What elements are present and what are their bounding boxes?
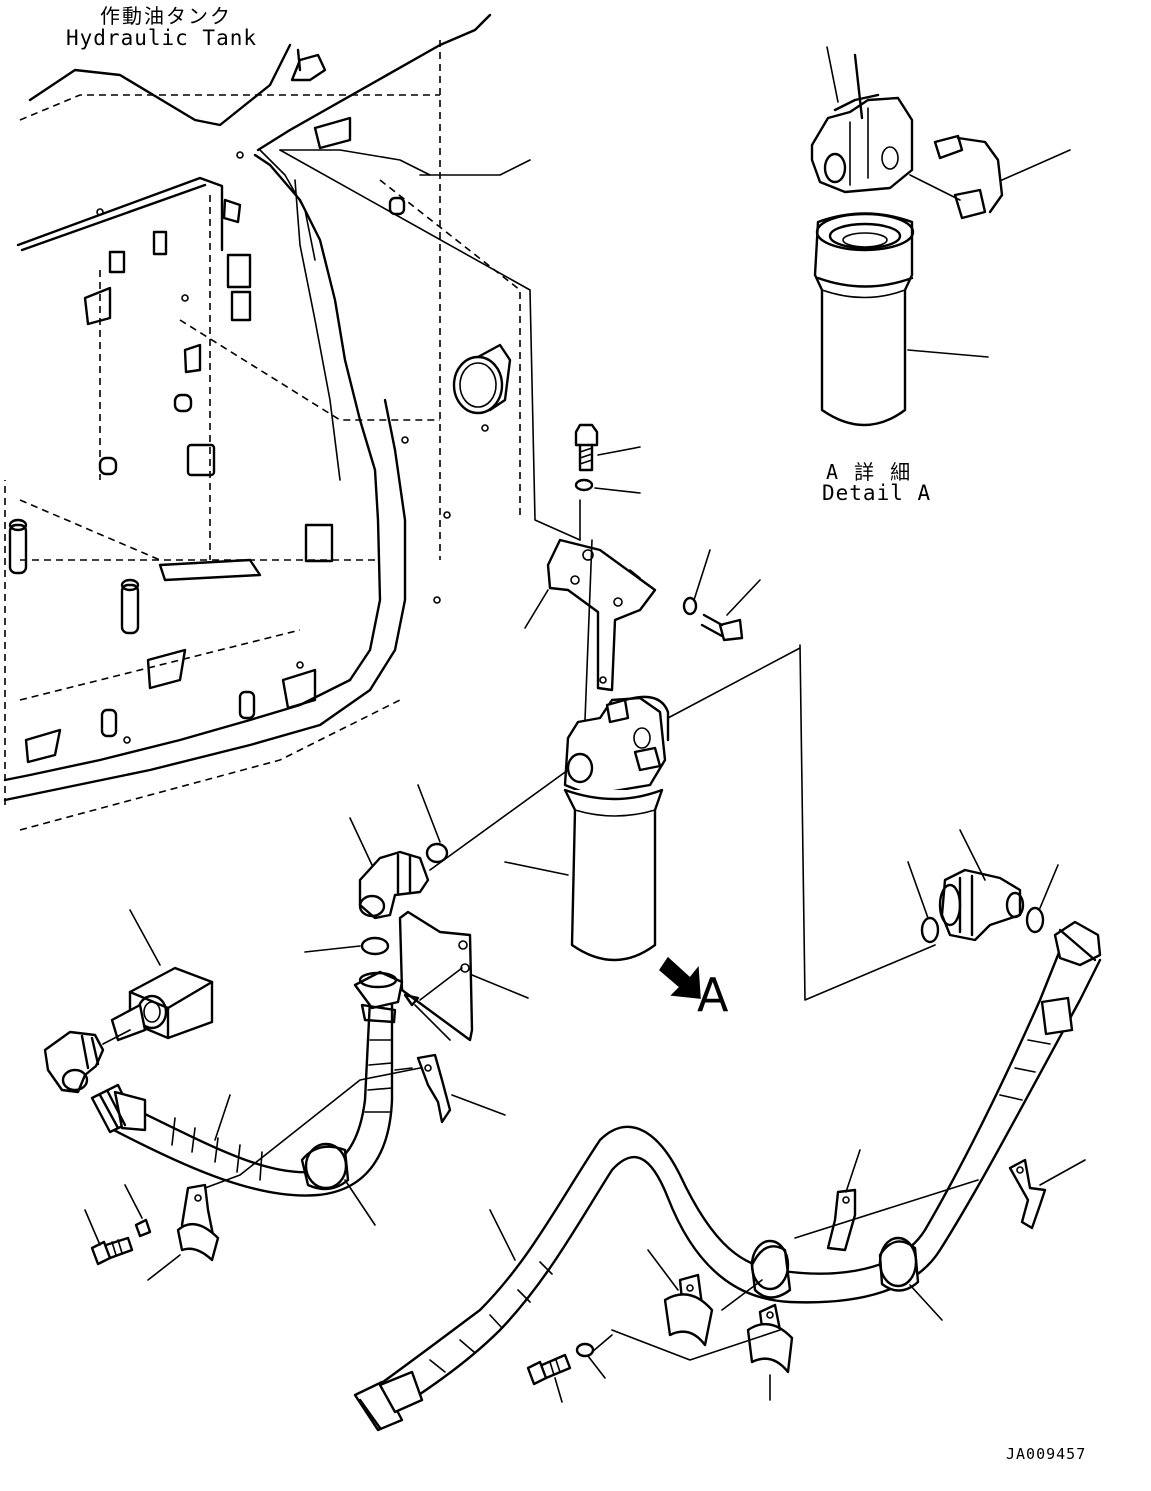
detail-a-sensor-connector bbox=[909, 134, 1071, 220]
clamp-hose-long-4 bbox=[611, 1179, 979, 1401]
leader-o-ring-hose bbox=[304, 945, 361, 953]
elbow-fitting-right bbox=[907, 829, 1059, 944]
detail-a-filter-bowl bbox=[813, 212, 989, 427]
bolt-hose-long bbox=[526, 1334, 613, 1403]
mounting-bolt-top bbox=[574, 423, 641, 494]
bracket-bolt-side bbox=[682, 549, 761, 642]
drawing-number: JA009457 bbox=[1006, 1445, 1087, 1463]
hydraulic-tank bbox=[3, 13, 531, 831]
o-ring-head bbox=[425, 842, 449, 864]
leader-tank-to-bracket bbox=[279, 149, 581, 541]
leader-filter-to-right-elbow bbox=[799, 644, 936, 1001]
detail-a-label-en: Detail A bbox=[822, 481, 932, 505]
filter-head bbox=[563, 647, 801, 797]
o-ring-hose bbox=[360, 936, 390, 956]
filter-bracket bbox=[524, 499, 657, 721]
filter-bowl bbox=[504, 788, 664, 962]
view-a-letter: A bbox=[697, 968, 729, 1022]
clamp-hose-long-1 bbox=[826, 1149, 861, 1252]
detail-a-filter-head bbox=[810, 46, 1071, 220]
hose-left bbox=[90, 970, 404, 1226]
bolt-lower-left bbox=[84, 1184, 152, 1266]
detail-a-label-jp: A 詳 細 bbox=[826, 460, 913, 484]
hose-gasket-plate bbox=[398, 910, 529, 1042]
tank-bosses bbox=[8, 116, 406, 764]
hose-long bbox=[353, 920, 1102, 1432]
clamp-hose-long-2 bbox=[1008, 1158, 1086, 1230]
tank-label-en: Hydraulic Tank bbox=[66, 26, 258, 50]
leader-o-ring-head bbox=[417, 784, 441, 843]
view-arrow-a bbox=[659, 956, 701, 999]
elbow-fitting-left bbox=[349, 769, 569, 920]
tank-port-flange bbox=[452, 343, 512, 415]
elbow-fitting-valve bbox=[43, 1029, 131, 1094]
tank-small-holes bbox=[96, 151, 489, 744]
tank-label-jp: 作動油タンク bbox=[100, 4, 232, 28]
clamp-hose-left bbox=[394, 1053, 506, 1124]
clamp-lower-left bbox=[147, 1067, 421, 1281]
clamp-hose-long-3 bbox=[647, 1249, 714, 1347]
valve-block-left bbox=[110, 909, 214, 1042]
